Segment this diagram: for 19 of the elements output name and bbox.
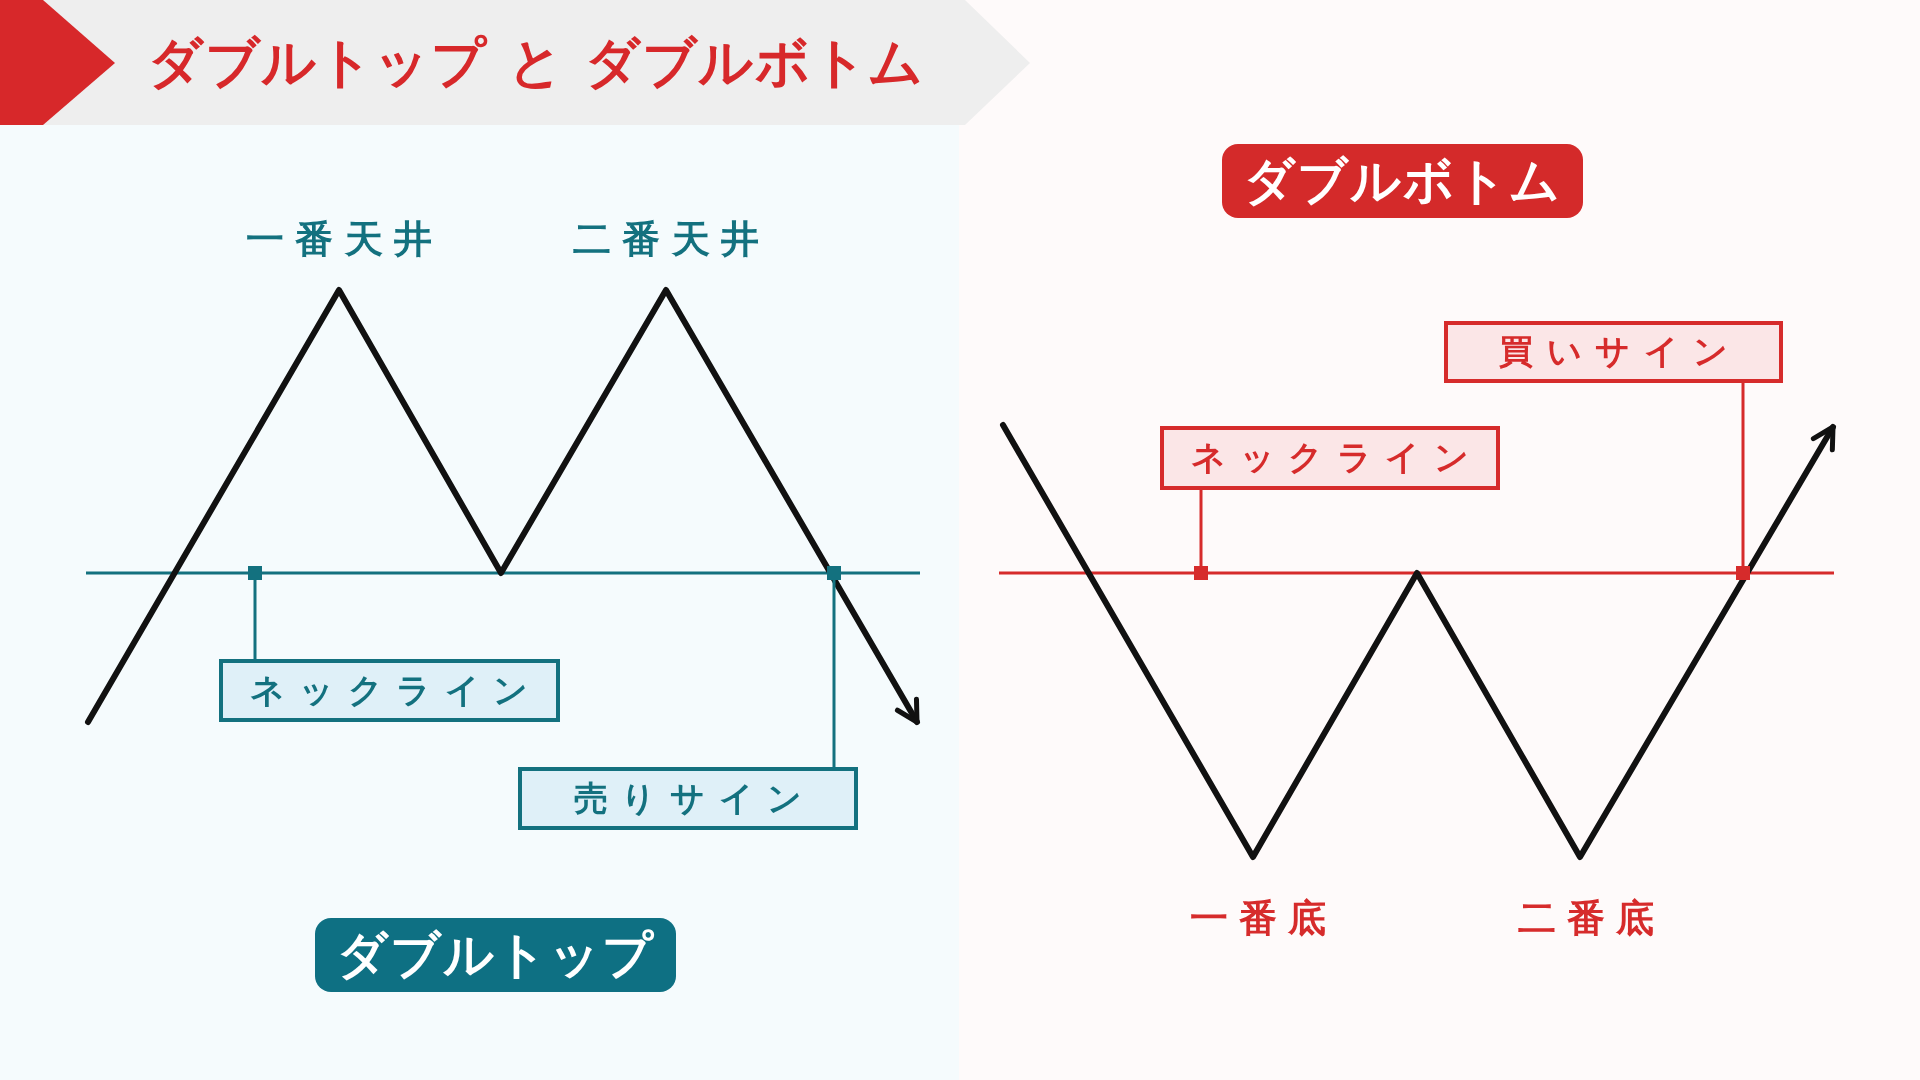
page-title: ダブルトップ と ダブルボトム (148, 31, 925, 95)
leader-line (253, 580, 257, 659)
bottom-label: 一番底 (1188, 896, 1338, 940)
pattern-badge: ダブルトップ (315, 918, 676, 992)
leader-line (832, 580, 836, 767)
marker-icon (1194, 566, 1208, 580)
bottom-label: 二番底 (1516, 896, 1666, 940)
pattern-badge: ダブルボトム (1222, 144, 1583, 218)
callout-box: ネックライン (219, 659, 560, 722)
peak-label: 二番天井 (571, 217, 771, 261)
peak-label: 一番天井 (244, 217, 444, 261)
marker-icon (1736, 566, 1750, 580)
marker-icon (827, 566, 841, 580)
callout-box: 売りサイン (518, 767, 858, 830)
marker-icon (248, 566, 262, 580)
leader-line (1741, 383, 1745, 566)
callout-box: ネックライン (1160, 426, 1500, 490)
leader-line (1199, 490, 1203, 566)
callout-box: 買いサイン (1444, 321, 1783, 383)
